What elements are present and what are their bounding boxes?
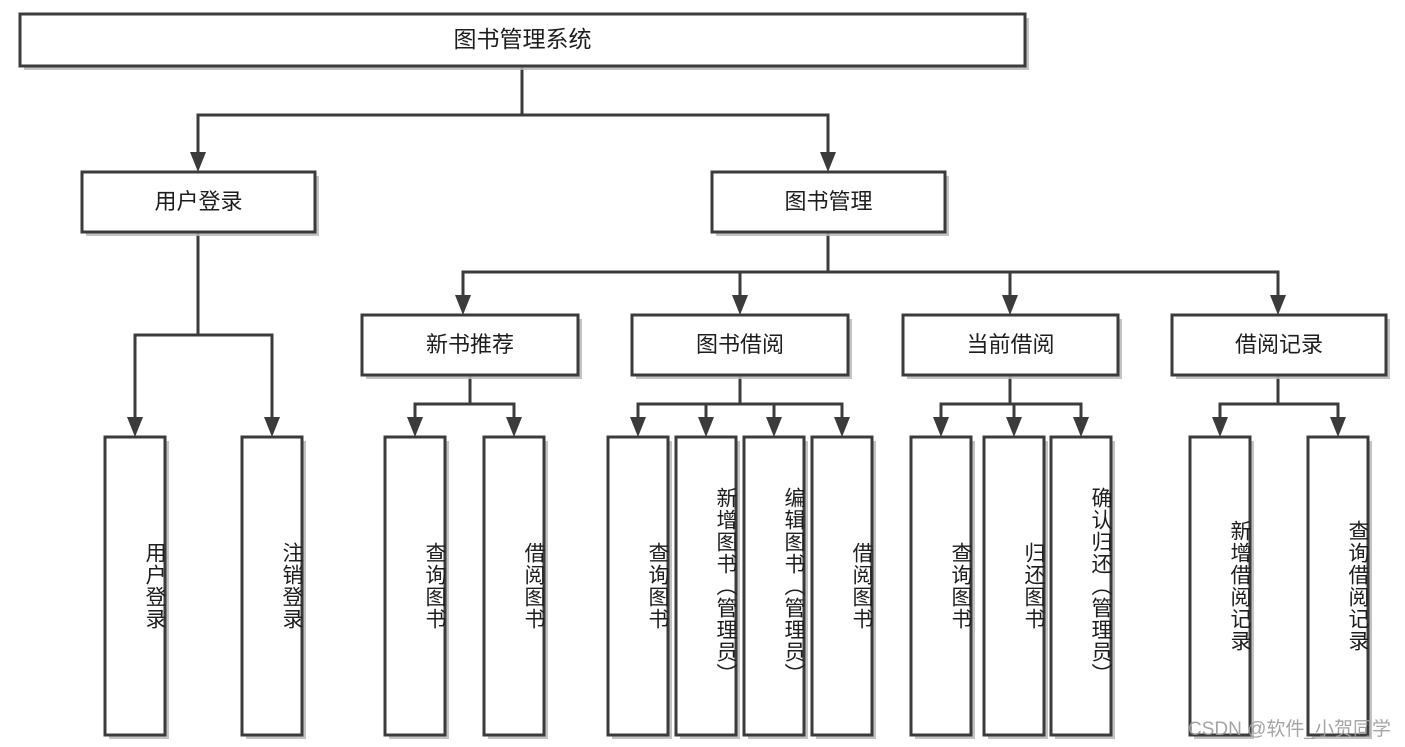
node-box-user-login[interactable] [80,170,317,234]
node-boxes [18,12,1390,739]
csdn-watermark: CSDN @软件_小贺同学 [1188,719,1391,740]
arrow-head-icon [1330,417,1346,437]
node-box-leaf-add-record[interactable] [1188,435,1252,737]
arrow-head-icon [732,295,748,315]
arrow-head-icon [834,417,850,437]
arrow-head-icon [190,152,206,172]
node-label-current-borrow: 当前借阅 [966,332,1054,357]
arrow-head-icon [455,295,471,315]
arrow-head-icon [1002,295,1018,315]
connector-lines [127,64,1346,437]
node-box-leaf-query-book-1[interactable] [383,435,447,737]
arrow-head-icon [407,417,423,437]
arrow-head-icon [630,417,646,437]
node-box-leaf-confirm-return[interactable] [1049,435,1113,737]
arrow-head-icon [1073,417,1089,437]
node-box-title[interactable] [18,12,1027,68]
node-label-book-manage: 图书管理 [784,189,872,214]
node-box-leaf-query-book-2[interactable] [606,435,670,737]
arrow-head-icon [766,417,782,437]
node-box-leaf-edit-book[interactable] [742,435,806,737]
node-box-leaf-add-book[interactable] [674,435,738,737]
node-label-book-borrow: 图书借阅 [696,332,784,357]
node-label-user-login: 用户登录 [154,189,242,214]
node-box-book-borrow[interactable] [630,313,850,377]
node-box-leaf-query-book-3[interactable] [909,435,973,737]
node-box-new-book-rec[interactable] [360,313,580,377]
node-label-title: 图书管理系统 [454,26,592,52]
arrow-head-icon [1270,295,1286,315]
arrow-head-icon [933,417,949,437]
node-box-leaf-borrow-book-1[interactable] [482,435,546,737]
arrow-head-icon [1212,417,1228,437]
arrow-head-icon [1006,417,1022,437]
arrow-head-icon [264,417,280,437]
arrow-head-icon [127,417,143,437]
node-label-borrow-record: 借阅记录 [1235,332,1323,357]
node-box-current-borrow[interactable] [901,313,1120,377]
arrow-head-icon [698,417,714,437]
node-label-new-book-rec: 新书推荐 [426,332,514,357]
node-box-leaf-user-login[interactable] [103,435,167,737]
node-box-borrow-record[interactable] [1170,313,1388,377]
node-box-leaf-query-record[interactable] [1306,435,1370,737]
node-box-leaf-borrow-book-2[interactable] [810,435,874,737]
arrow-head-icon [820,152,836,172]
arrow-head-icon [506,417,522,437]
node-box-leaf-user-logout[interactable] [240,435,304,737]
node-box-book-manage[interactable] [710,170,947,234]
node-box-leaf-return-book[interactable] [982,435,1046,737]
